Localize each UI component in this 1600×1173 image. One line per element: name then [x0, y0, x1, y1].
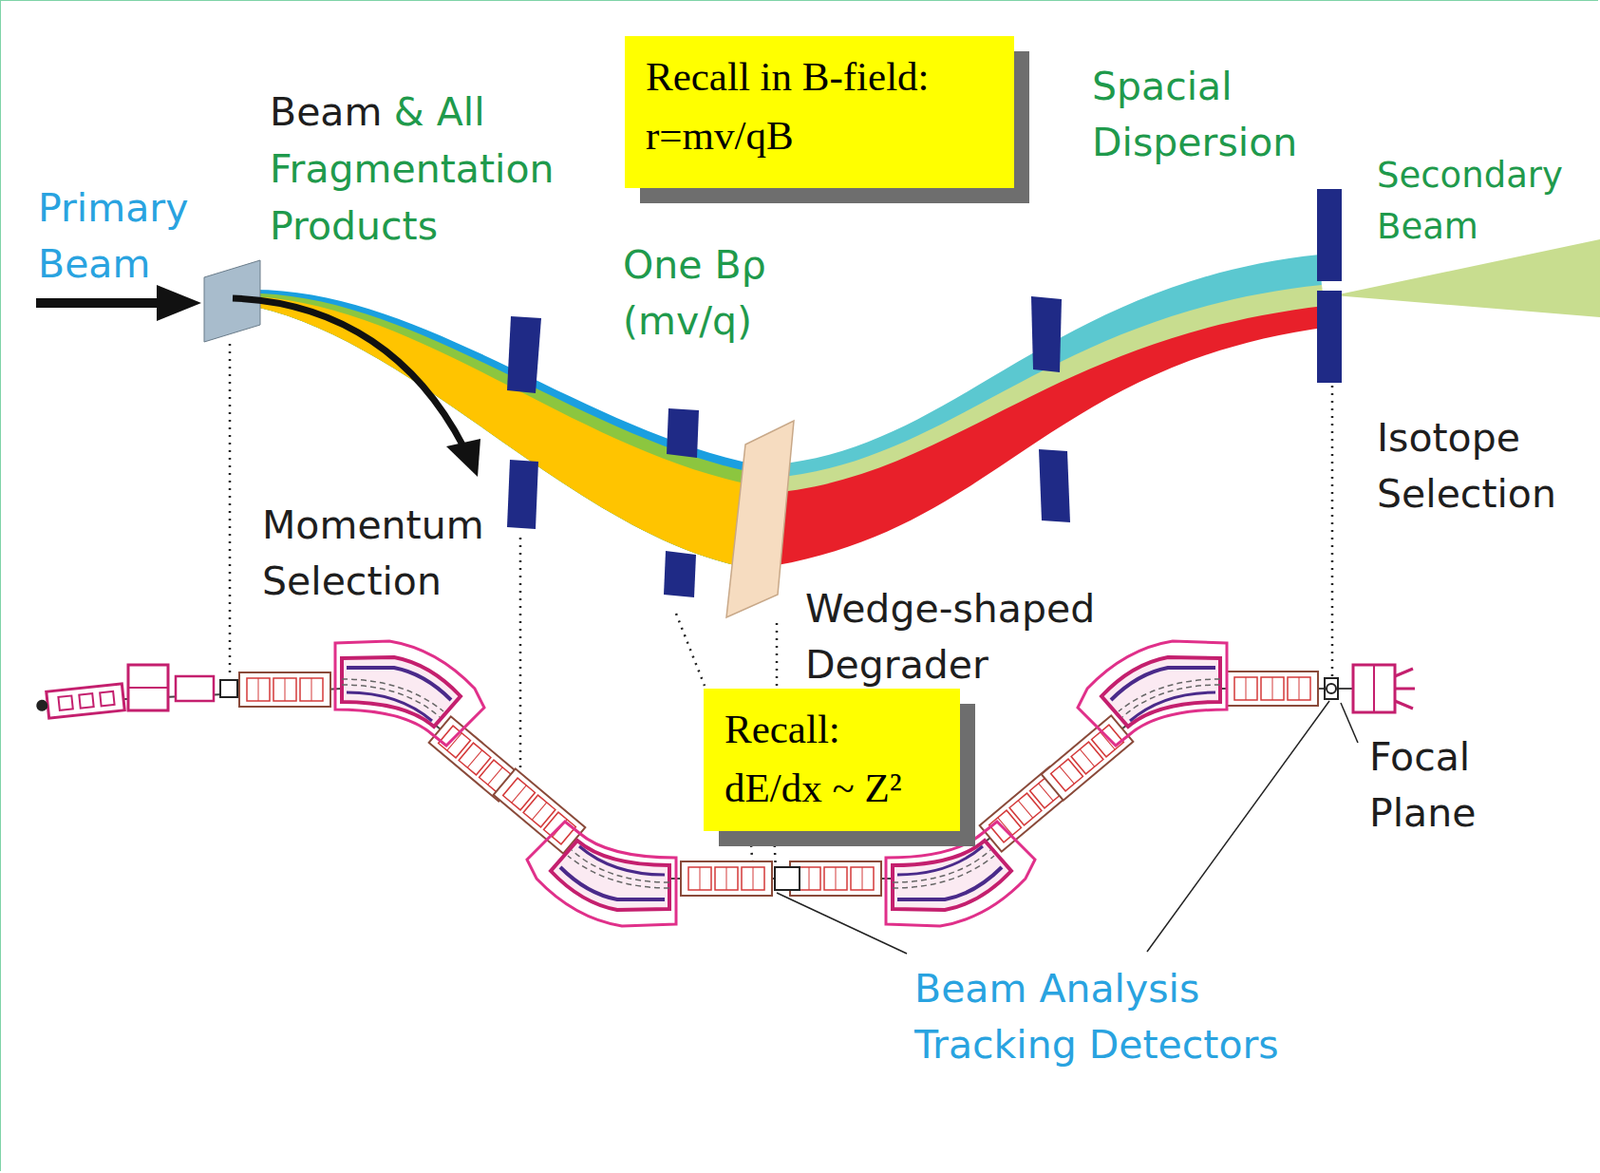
- note-box: Recall in B-field: r=mv/qB: [624, 36, 1015, 189]
- products-heading: Beam& All Fragmentation Products: [269, 83, 598, 255]
- note-heading: Recall:: [724, 703, 940, 755]
- note-box: Recall: dE/dx ~ Z²: [703, 688, 960, 831]
- rigidity-label: One Bρ (mv/q): [622, 237, 785, 350]
- focal-plane-label: Focal Plane: [1369, 729, 1588, 842]
- secondary-beam-label: Secondary Beam: [1376, 150, 1591, 253]
- note-formula: dE/dx ~ Z²: [724, 762, 940, 814]
- note-formula: r=mv/qB: [645, 110, 994, 162]
- detectors-label: Beam Analysis Tracking Detectors: [914, 960, 1342, 1073]
- note-heading: Recall in B-field:: [645, 51, 994, 103]
- degrader-label: Wedge-shaped Degrader: [805, 581, 1167, 694]
- isotope-label: Isotope Selection: [1376, 410, 1591, 523]
- beam-label: Primary Beam: [37, 180, 228, 293]
- beam-word: Beam: [269, 89, 382, 135]
- dispersion-label: Spacial Dispersion: [1091, 58, 1368, 171]
- momentum-label: Momentum Selection: [262, 497, 509, 610]
